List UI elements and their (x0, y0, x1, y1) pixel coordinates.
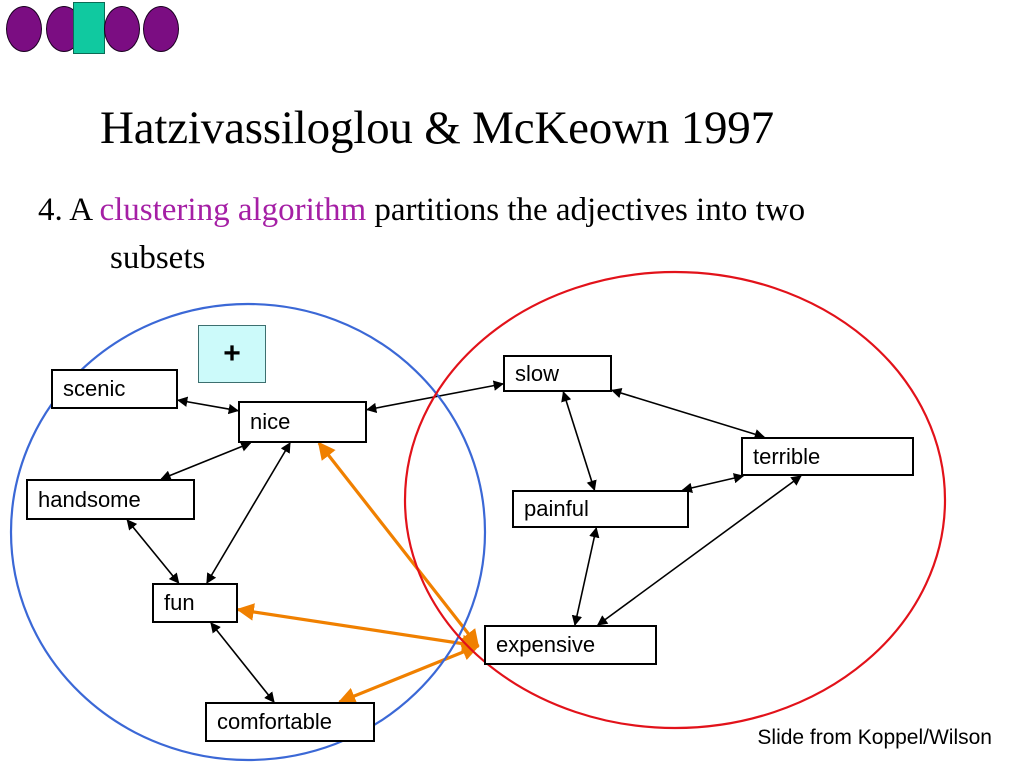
node-fun[interactable]: fun (152, 583, 238, 623)
body-lead: A (69, 192, 92, 228)
edge-fun-comfortable (210, 622, 275, 703)
node-expensive[interactable]: expensive (484, 625, 657, 665)
node-comfortable[interactable]: comfortable (205, 702, 375, 742)
node-painful[interactable]: painful (512, 490, 689, 528)
list-number: 4. (38, 192, 63, 228)
node-slow[interactable]: slow (503, 355, 612, 392)
edge-slow-painful (561, 391, 597, 491)
deco-ellipse-3 (104, 6, 140, 52)
deco-ellipse-1 (6, 6, 42, 52)
edge-expensive-nice (317, 441, 480, 648)
edge-slow-terrible (611, 388, 766, 440)
slide-credit: Slide from Koppel/Wilson (757, 726, 992, 749)
positive-cluster-marker: + (198, 325, 266, 383)
body-second-line: subsets (110, 240, 206, 276)
edge-scenic-nice (176, 396, 240, 415)
edge-expensive-fun (236, 603, 480, 653)
body-text: 4. A clustering algorithm partitions the… (38, 186, 988, 282)
node-nice[interactable]: nice (238, 401, 367, 443)
node-terrible[interactable]: terrible (741, 437, 914, 476)
edge-painful-expensive (571, 526, 600, 627)
edge-nice-handsome (160, 441, 252, 481)
deco-ellipse-4 (143, 6, 179, 52)
page-title: Hatzivassiloglou & McKeown 1997 (100, 102, 774, 154)
edge-expensive-terrible (596, 475, 802, 626)
body-tail: partitions the adjectives into two (374, 192, 806, 228)
edge-expensive-comfortable (337, 643, 480, 705)
edge-layer (126, 380, 802, 705)
positive-cluster (9, 302, 487, 762)
node-scenic[interactable]: scenic (51, 369, 178, 409)
deco-rect-1 (73, 2, 105, 54)
edge-handsome-fun (126, 519, 180, 584)
decorative-header-shapes (0, 0, 220, 60)
edge-painful-terrible (681, 473, 745, 493)
negative-cluster (403, 270, 947, 730)
accent-phrase: clustering algorithm (99, 192, 367, 228)
edge-nice-fun (206, 442, 291, 584)
node-handsome[interactable]: handsome (26, 479, 195, 520)
cluster-layer (9, 270, 947, 762)
